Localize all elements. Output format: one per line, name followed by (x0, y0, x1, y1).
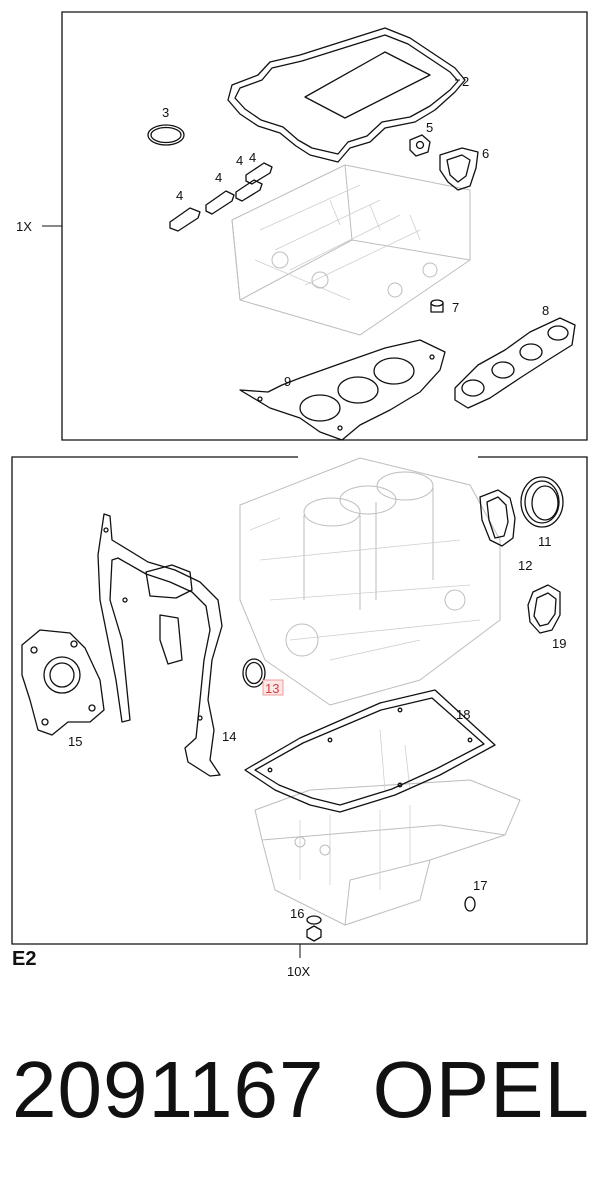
part-14-timing-cover-gasket (97, 513, 223, 777)
brand-name: OPEL (372, 1045, 590, 1134)
callout-13-highlight (262, 679, 284, 696)
callout-5: 5 (426, 120, 433, 135)
callout-4c: 4 (236, 153, 243, 168)
callout-12: 12 (518, 558, 532, 573)
upper-group-frame (61, 11, 588, 441)
part-5-gasket (409, 134, 431, 157)
part-15-water-pump-gasket (21, 629, 105, 736)
part-3-seal-ring (147, 124, 185, 146)
part-18-oil-pan-gasket (244, 689, 496, 813)
part-number: 2091167 (12, 1045, 325, 1134)
callout-9: 9 (284, 374, 291, 389)
part-16-drain-plug (306, 915, 322, 942)
part-4-seal-set (169, 162, 273, 232)
callout-15: 15 (68, 734, 82, 749)
exploded-parts-diagram: 1X 10X E2 2 (11, 11, 588, 979)
callout-18: 18 (456, 707, 470, 722)
part-19-gasket (527, 584, 561, 634)
upper-group-qty: 1X (16, 219, 32, 234)
oil-pan-ghost (254, 729, 521, 926)
callout-4a: 4 (176, 188, 183, 203)
lower-group-frame-left (11, 456, 588, 945)
part-2-valve-cover-gasket (227, 27, 466, 163)
part-7-plug (430, 299, 444, 313)
callout-17: 17 (473, 878, 487, 893)
part-8-manifold-gasket (454, 317, 576, 409)
callout-8: 8 (542, 303, 549, 318)
part-11-crankshaft-seal (520, 476, 564, 528)
callout-16: 16 (290, 906, 304, 921)
callout-11: 11 (538, 534, 552, 549)
callout-6: 6 (482, 146, 489, 161)
part-9-head-gasket (239, 339, 446, 441)
engine-block-ghost (239, 457, 501, 706)
footer: 2091167 OPEL (0, 1040, 600, 1140)
part-17-o-ring (464, 896, 476, 912)
callout-13: 13 (265, 681, 279, 696)
callout-2: 2 (462, 74, 469, 89)
lower-group-qty: 10X (287, 964, 310, 979)
callout-7: 7 (452, 300, 459, 315)
cylinder-head-ghost (231, 164, 471, 336)
callout-14: 14 (222, 729, 236, 744)
callout-19: 19 (552, 636, 566, 651)
part-6-housing-gasket (439, 147, 479, 191)
part-13-seal (242, 658, 266, 688)
callout-4b: 4 (215, 170, 222, 185)
part-12-gasket (479, 489, 516, 547)
section-code: E2 (12, 948, 36, 970)
callout-3: 3 (162, 105, 169, 120)
callout-4d: 4 (249, 150, 256, 165)
